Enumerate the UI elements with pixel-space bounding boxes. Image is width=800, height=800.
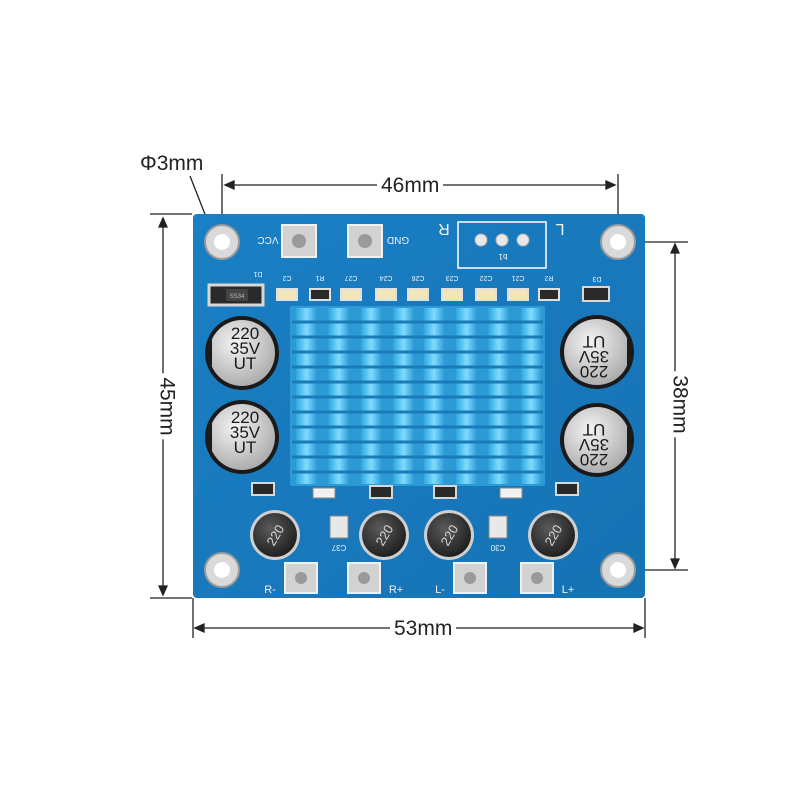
smd-label: C24 <box>379 274 392 281</box>
smd-part <box>276 288 298 301</box>
capacitor-marking: UT <box>234 354 257 373</box>
smd-label: C21 <box>511 274 524 281</box>
smd-component-labels: C2 R1 C27 C24 C26 C23 C22 C21 R2 <box>282 274 553 281</box>
hole-spacing-height-label: 38mm <box>669 371 692 438</box>
smd-label: C26 <box>411 274 424 281</box>
inductor: 220 <box>528 510 578 560</box>
capacitor-marking: 35V <box>230 423 261 442</box>
capacitor-marking: 35V <box>578 435 609 454</box>
led-d3 <box>582 286 610 302</box>
output-label: R+ <box>389 584 403 596</box>
board-height-label: 45mm <box>156 373 179 440</box>
smd-part <box>407 288 429 301</box>
vcc-label: VCC <box>257 234 278 245</box>
smd-label: R1 <box>315 274 324 281</box>
smd-part <box>538 288 560 301</box>
output-label: R- <box>264 584 276 596</box>
smd-part <box>441 288 463 301</box>
smd-label: C27 <box>344 274 357 281</box>
smd-label: C23 <box>445 274 458 281</box>
inductor: 220 <box>250 510 300 560</box>
input-connector-pins <box>474 233 530 247</box>
small-cap-c37-label: C37 <box>331 543 346 552</box>
output-pads <box>284 562 554 594</box>
smd-component-row <box>276 288 560 301</box>
input-l-label: L <box>555 220 564 237</box>
smd-part <box>340 288 362 301</box>
smd-part <box>375 288 397 301</box>
capacitor-marking: 220 <box>231 324 259 343</box>
capacitor-marking: 220 <box>231 408 259 427</box>
smd-part <box>507 288 529 301</box>
input-connector-outline <box>457 221 547 269</box>
hole-spacing-width-label: 46mm <box>377 175 444 196</box>
output-label: L- <box>435 584 445 596</box>
capacitor-marking: 220 <box>580 362 608 381</box>
gnd-label: GND <box>387 234 409 245</box>
board-width-label: 53mm <box>390 618 457 639</box>
diode-d1-label: D1 <box>253 270 262 277</box>
output-label: L+ <box>562 584 575 596</box>
inductor: 220 <box>359 510 409 560</box>
capacitor-marking: 35V <box>230 339 261 358</box>
small-cap-c30-label: C30 <box>490 543 505 552</box>
power-pads <box>281 224 383 258</box>
input-r-label: R <box>438 220 450 237</box>
smd-part <box>309 288 331 301</box>
bottom-smd-parts <box>251 482 579 539</box>
capacitor-marking: 220 <box>580 450 608 469</box>
smd-part <box>475 288 497 301</box>
capacitor-marking: 35V <box>578 347 609 366</box>
smd-label: C22 <box>479 274 492 281</box>
smd-label: C2 <box>282 274 291 281</box>
capacitor-marking: UT <box>583 332 606 351</box>
inductor: 220 <box>424 510 474 560</box>
smd-label: R2 <box>544 274 553 281</box>
mounting-holes <box>204 224 636 588</box>
input-connector-label: b1 <box>498 252 507 261</box>
d3-label: D3 <box>592 275 601 282</box>
capacitor-marking: UT <box>583 420 606 439</box>
capacitor-marking: UT <box>234 438 257 457</box>
heatsink <box>290 306 545 486</box>
diode-part-label: SS34 <box>230 294 245 300</box>
hole-diameter-label: Φ3mm <box>136 153 208 174</box>
